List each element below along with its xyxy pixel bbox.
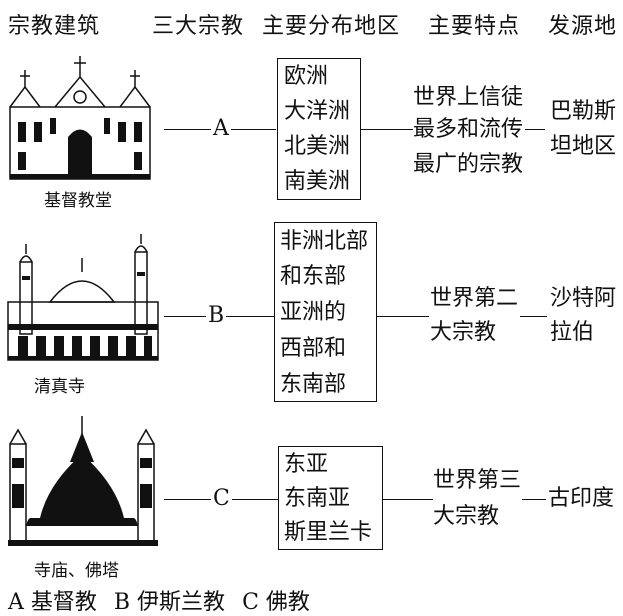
origin-line: 拉伯 [550, 320, 595, 345]
header-region: 主要分布地区 [262, 14, 401, 39]
origin-line: 古印度 [548, 486, 615, 511]
header-building: 宗教建筑 [8, 14, 101, 39]
region-box-a [277, 58, 361, 200]
connector-line [377, 316, 429, 317]
pagoda-caption: 寺庙、佛塔 [34, 561, 119, 581]
origin-line: 巴勒斯 [550, 99, 617, 124]
region-line: 非洲北部 [280, 229, 369, 254]
region-line: 东南亚 [284, 486, 351, 511]
feature-line: 世界第三 [433, 468, 522, 493]
connector-line [383, 499, 433, 500]
region-line: 大洋洲 [284, 99, 351, 124]
pagoda-icon [0, 414, 165, 548]
religion-letter-a: A [211, 116, 231, 141]
feature-line: 大宗教 [433, 504, 500, 529]
region-box-b [274, 222, 377, 402]
region-line: 斯里兰卡 [284, 520, 373, 545]
region-line: 东亚 [284, 452, 329, 477]
region-line: 东南部 [280, 372, 347, 397]
region-box-c [278, 446, 383, 550]
origin-line: 坦地区 [550, 134, 617, 159]
feature-line: 大宗教 [430, 320, 497, 345]
header-origin: 发源地 [548, 14, 618, 39]
origin-line: 沙特阿 [550, 286, 617, 311]
header-feature: 主要特点 [428, 14, 521, 39]
feature-line: 最广的宗教 [413, 152, 524, 177]
region-line: 西部和 [280, 336, 347, 361]
mosque-icon [0, 232, 165, 364]
feature-line: 世界上信徒 [413, 85, 524, 110]
connector-line [525, 129, 545, 130]
connector-line [520, 316, 547, 317]
answer-c: C 佛教 [242, 590, 310, 615]
connector-line [361, 129, 413, 130]
connector-line [522, 499, 546, 500]
feature-line: 世界第二 [430, 286, 519, 311]
church-icon [0, 52, 160, 182]
answer-a: A 基督教 [8, 590, 97, 615]
region-line: 欧洲 [284, 64, 329, 89]
header-religion: 三大宗教 [152, 14, 245, 39]
region-line: 亚洲的 [280, 300, 347, 325]
church-caption: 基督教堂 [44, 191, 112, 211]
answer-b: B 伊斯兰教 [113, 590, 226, 615]
feature-line: 最多和流传 [413, 117, 524, 142]
mosque-caption: 清真寺 [34, 377, 85, 397]
region-line: 北美洲 [284, 134, 351, 159]
region-line: 和东部 [280, 264, 347, 289]
answer-line: A 基督教 B 伊斯兰教 C 佛教 [8, 584, 320, 616]
religion-letter-b: B [206, 303, 227, 328]
region-line: 南美洲 [284, 169, 351, 194]
religion-letter-c: C [211, 486, 232, 511]
